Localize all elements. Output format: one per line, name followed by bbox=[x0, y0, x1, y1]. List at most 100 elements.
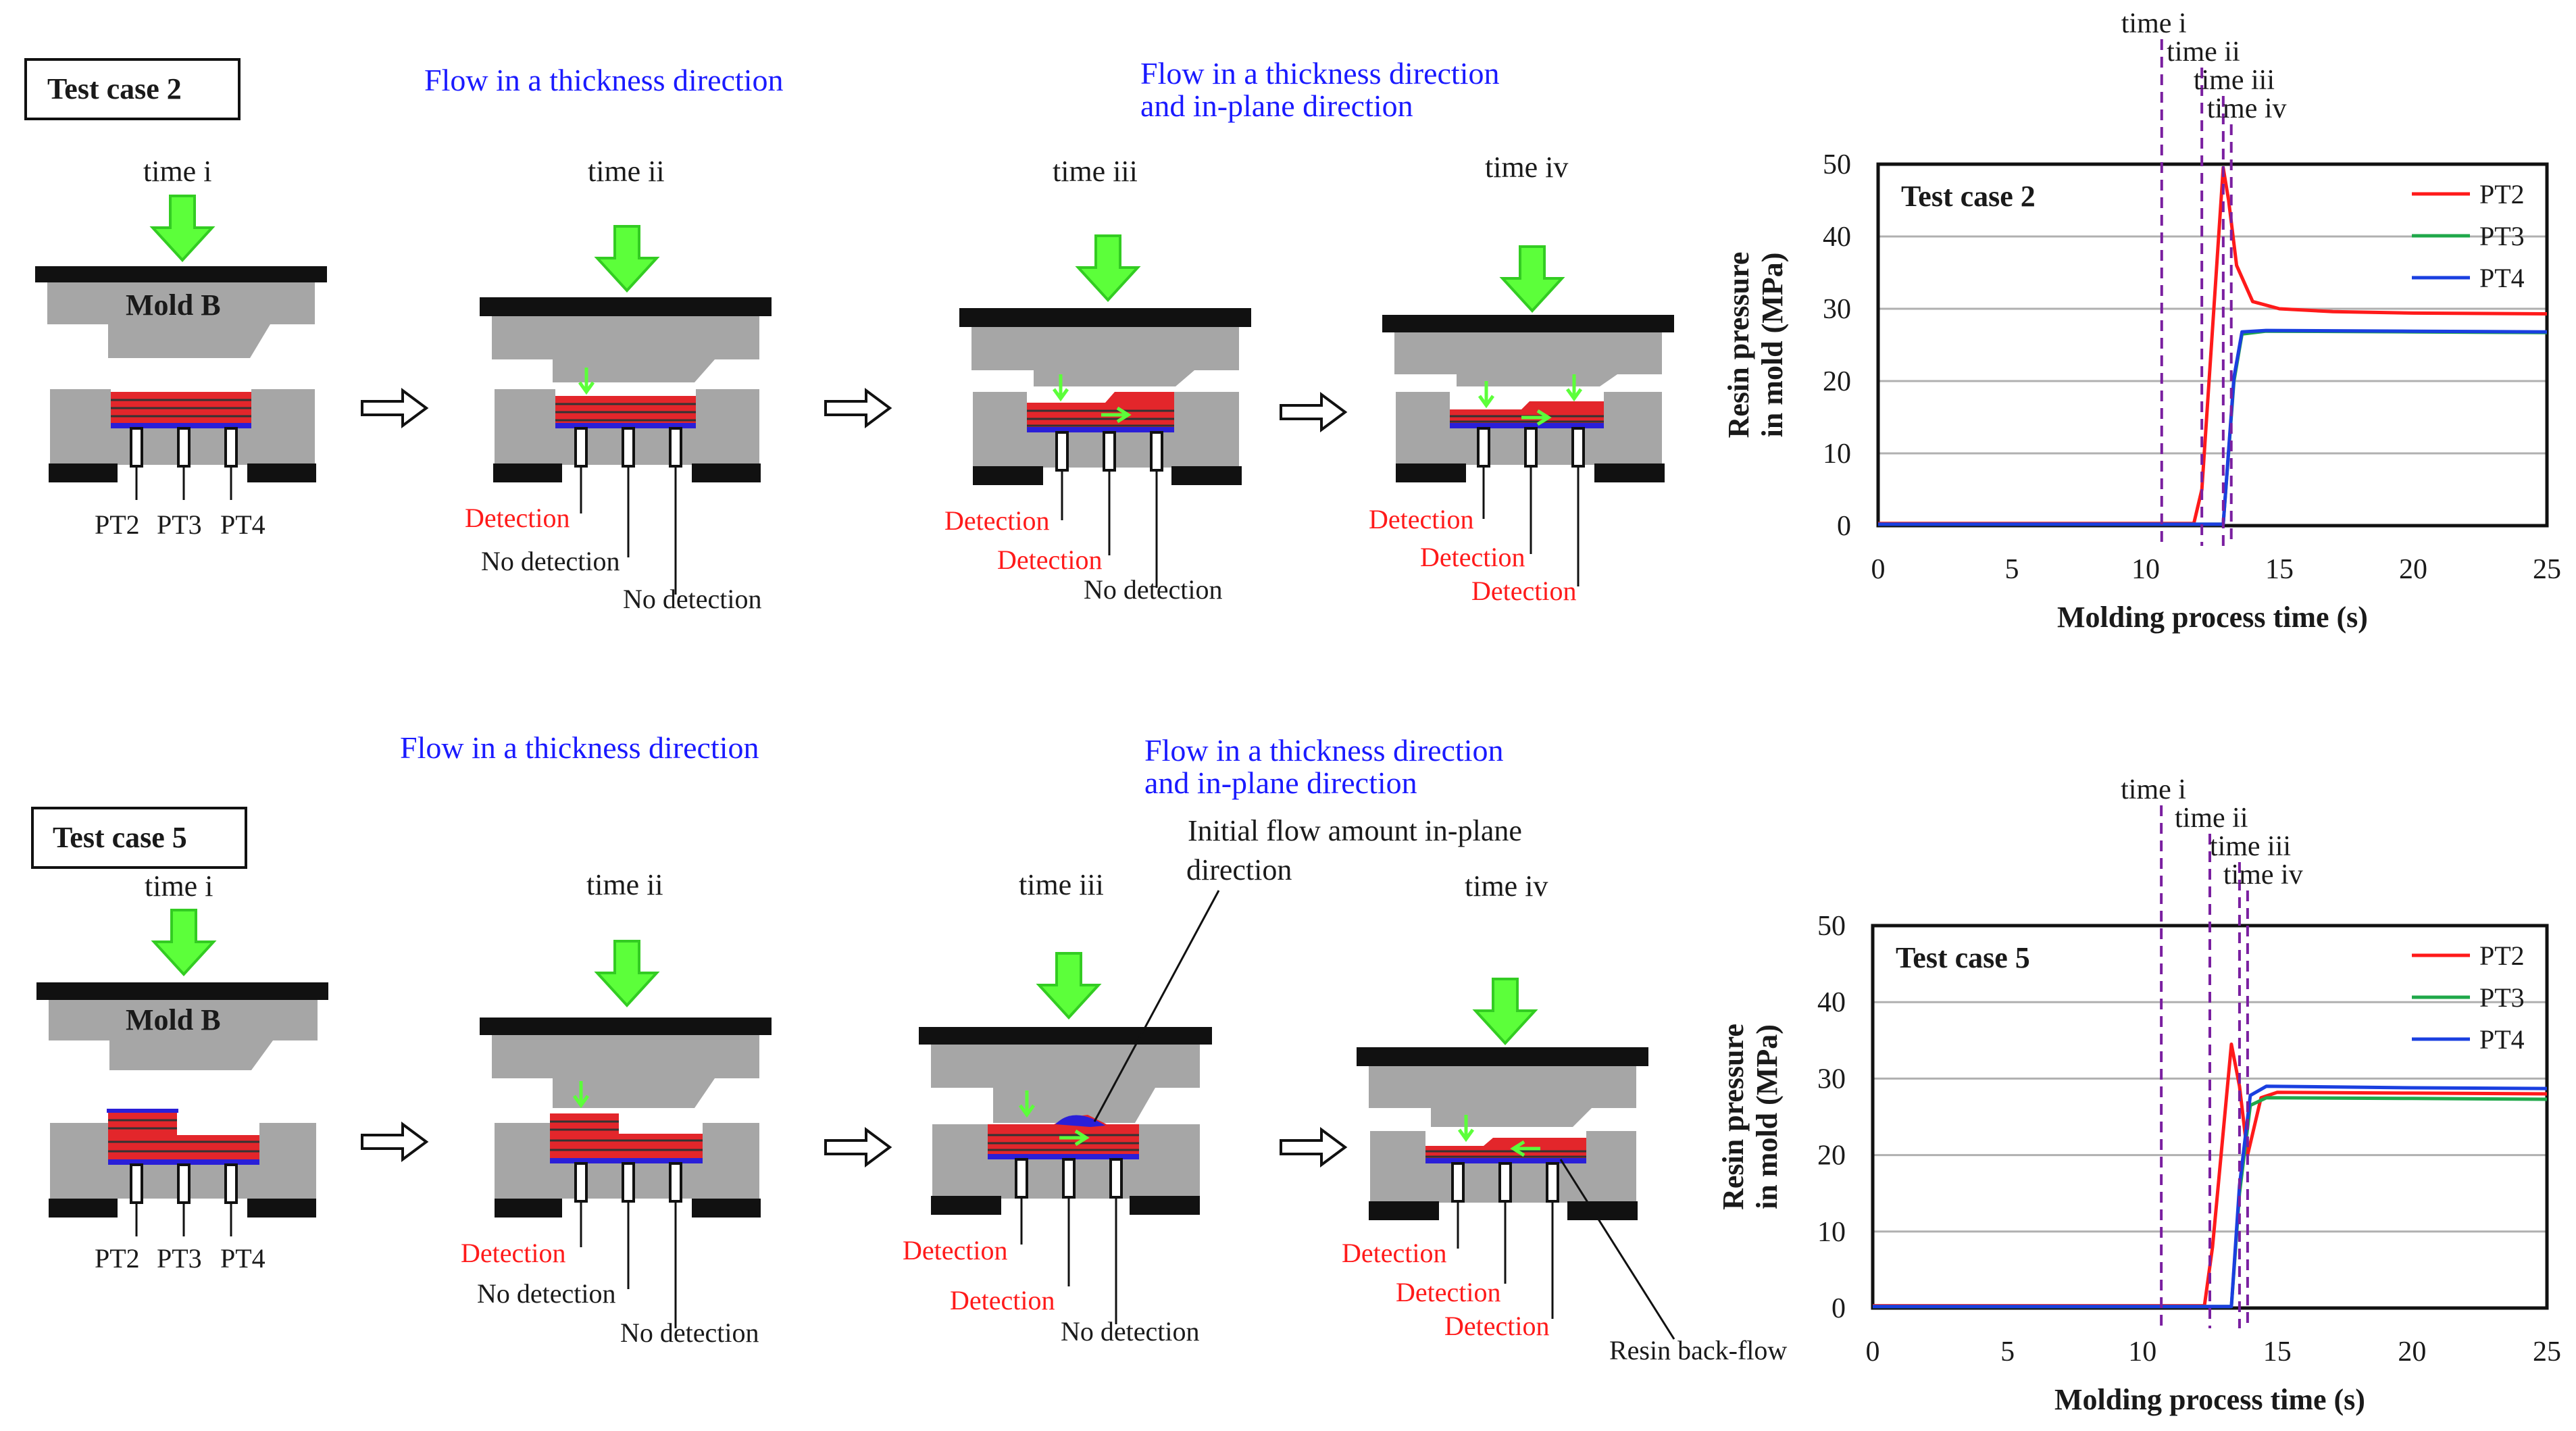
x-tick-label: 15 bbox=[2265, 554, 2294, 585]
release-film bbox=[550, 1158, 703, 1163]
top-platen bbox=[959, 308, 1251, 327]
bottom-plate-right bbox=[692, 463, 761, 482]
top-platen bbox=[480, 297, 772, 316]
detection-label: Detection bbox=[465, 503, 570, 533]
mold-stage-2: Detection No detection No detection bbox=[465, 225, 772, 614]
mold-stage-4: Detection Detection Detection bbox=[1369, 245, 1674, 606]
press-arrow-icon bbox=[1474, 978, 1536, 1045]
sensor-leader-lines bbox=[135, 1203, 232, 1236]
top-platen bbox=[1382, 315, 1674, 332]
bottom-plate-right bbox=[692, 1199, 761, 1217]
detection-label: No detection bbox=[477, 1278, 616, 1309]
time-label: time i bbox=[145, 870, 213, 903]
press-arrow-icon bbox=[1077, 234, 1139, 301]
detection-label: Detection bbox=[1342, 1238, 1447, 1268]
press-arrow-icon bbox=[1038, 952, 1100, 1019]
x-tick-label: 20 bbox=[2399, 554, 2427, 585]
time-marker-label: time iii bbox=[2194, 65, 2275, 96]
flow-both-label-line1: Flow in a thickness direction bbox=[1140, 56, 1499, 91]
flow-both-label-line2: and in-plane direction bbox=[1140, 89, 1413, 123]
y-tick-label: 50 bbox=[1823, 149, 1851, 180]
initial-flow-label-line1: Initial flow amount in-plane bbox=[1188, 814, 1522, 847]
sensor-label: PT3 bbox=[157, 509, 202, 540]
y-tick-label: 50 bbox=[1817, 911, 1846, 942]
x-tick-label: 5 bbox=[2005, 554, 2019, 585]
bottom-plate-right bbox=[247, 463, 316, 482]
sensor-label: PT2 bbox=[95, 509, 140, 540]
y-tick-label: 30 bbox=[1823, 294, 1851, 325]
top-platen bbox=[480, 1018, 772, 1035]
resin-layer-lines bbox=[550, 1120, 703, 1151]
stage-arrow-icon bbox=[1280, 1128, 1346, 1166]
stage-arrow-icon bbox=[824, 1128, 891, 1166]
y-tick-label: 30 bbox=[1817, 1063, 1846, 1095]
time-label: time iv bbox=[1465, 870, 1548, 903]
release-film bbox=[1450, 423, 1604, 428]
detection-label: No detection bbox=[620, 1317, 759, 1348]
chart-inner-label: Test case 2 bbox=[1901, 180, 2036, 213]
bottom-plate-right bbox=[1171, 466, 1242, 485]
time-marker-label: time i bbox=[2121, 774, 2186, 805]
resin-layer-lines bbox=[555, 403, 696, 422]
detection-label: Detection bbox=[903, 1235, 1008, 1265]
x-tick-label: 0 bbox=[1866, 1336, 1880, 1367]
lower-mold bbox=[495, 1123, 759, 1199]
y-tick-label: 10 bbox=[1817, 1217, 1846, 1248]
detection-label: Detection bbox=[1369, 504, 1474, 534]
resin-layer-lines bbox=[108, 1119, 259, 1153]
bottom-plate-left bbox=[1396, 463, 1466, 482]
mold-stage-4: Detection Detection Detection Resin back… bbox=[1342, 978, 1787, 1365]
release-film bbox=[555, 423, 696, 428]
detection-label: Detection bbox=[997, 545, 1103, 575]
x-tick-label: 0 bbox=[1871, 554, 1886, 585]
x-axis-label: Molding process time (s) bbox=[2054, 1383, 2365, 1416]
x-tick-label: 15 bbox=[2263, 1336, 2292, 1367]
flow-thickness-label: Flow in a thickness direction bbox=[424, 63, 783, 97]
y-tick-label: 40 bbox=[1823, 222, 1851, 253]
series-line-pt2 bbox=[1878, 166, 2548, 526]
press-arrow-icon bbox=[153, 909, 215, 976]
press-arrow-icon bbox=[1501, 245, 1563, 312]
release-film bbox=[1425, 1158, 1586, 1163]
x-tick-label: 25 bbox=[2533, 554, 2561, 585]
stage-arrow-icon bbox=[1280, 393, 1346, 431]
backflow-leader-line bbox=[1559, 1159, 1675, 1340]
resin-layer-lines bbox=[988, 1134, 1139, 1151]
resin-stack bbox=[108, 1111, 259, 1165]
release-film bbox=[988, 1154, 1139, 1159]
bottom-plate-left bbox=[1369, 1201, 1439, 1220]
upper-mold bbox=[492, 316, 759, 382]
detection-label: No detection bbox=[481, 546, 620, 576]
sensor-leader-lines bbox=[1061, 470, 1158, 588]
y-tick-label: 40 bbox=[1817, 987, 1846, 1018]
upper-mold bbox=[47, 282, 315, 358]
upper-mold bbox=[492, 1035, 759, 1108]
time-label: time ii bbox=[588, 155, 665, 188]
bottom-plate-left bbox=[495, 1199, 562, 1217]
flow-both-label-line2: and in-plane direction bbox=[1144, 765, 1417, 800]
detection-label: No detection bbox=[1061, 1316, 1200, 1347]
flow-both-label-line1: Flow in a thickness direction bbox=[1144, 733, 1503, 768]
y-axis-label-line1: Resin pressure bbox=[1717, 1024, 1750, 1210]
bottom-plate-left bbox=[49, 1199, 118, 1217]
y-tick-label: 0 bbox=[1837, 511, 1851, 542]
y-axis-label-line2: in mold (MPa) bbox=[1756, 253, 1789, 438]
mold-label: Mold B bbox=[126, 1003, 221, 1036]
resin-stack bbox=[1027, 392, 1174, 432]
sensor-leader-lines bbox=[1482, 466, 1580, 586]
time-marker-label: time iv bbox=[2207, 93, 2287, 124]
legend-label: PT3 bbox=[2479, 982, 2525, 1013]
sensor-leader-lines bbox=[580, 466, 677, 595]
sensor-leader-lines bbox=[135, 466, 232, 500]
stage-arrow-icon bbox=[361, 1123, 428, 1161]
legend-label: PT2 bbox=[2479, 179, 2525, 209]
chart-inner-label: Test case 5 bbox=[1896, 941, 2030, 974]
detection-label: Detection bbox=[1471, 576, 1577, 606]
bottom-plate-right bbox=[1130, 1196, 1200, 1215]
release-film bbox=[108, 1159, 259, 1165]
x-tick-label: 10 bbox=[2128, 1336, 2156, 1367]
detection-label: No detection bbox=[1084, 574, 1223, 605]
sensor-label: PT3 bbox=[157, 1243, 202, 1274]
